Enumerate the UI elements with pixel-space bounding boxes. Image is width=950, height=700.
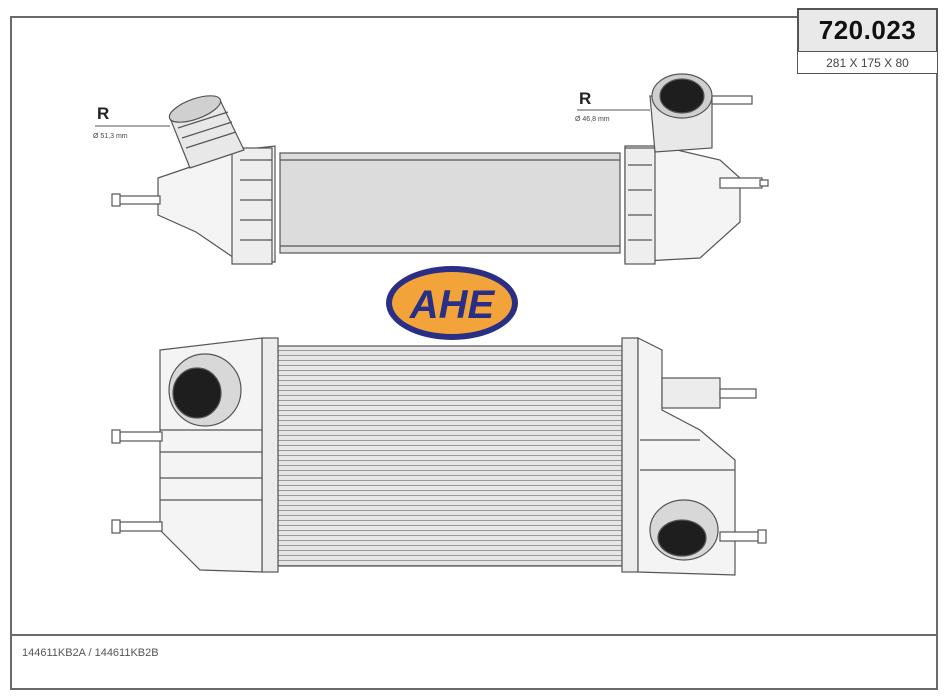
top-left-port <box>168 95 245 169</box>
dimensions-label: 281 X 175 X 80 <box>797 52 938 74</box>
front-view <box>111 337 767 576</box>
port-left-label: R <box>97 104 110 123</box>
drawing-sheet <box>10 16 938 690</box>
port-right-diameter: Ø 46,8 mm <box>575 116 610 123</box>
top-right-port <box>649 73 753 153</box>
part-number: 720.023 <box>797 8 938 52</box>
top-view <box>111 73 769 265</box>
brand-logo: AHE <box>386 266 518 340</box>
leader-lines <box>95 109 650 127</box>
top-core <box>279 152 621 254</box>
footer-panel <box>10 634 938 690</box>
front-right-port <box>649 499 719 561</box>
port-left-diameter: Ø 51,3 mm <box>93 133 128 140</box>
port-right-label: R <box>579 89 592 108</box>
brand-logo-text: AHE <box>409 283 496 327</box>
oem-numbers: 144611KB2A / 144611KB2B <box>22 647 159 659</box>
front-left-port <box>168 353 242 427</box>
front-core <box>277 345 623 567</box>
